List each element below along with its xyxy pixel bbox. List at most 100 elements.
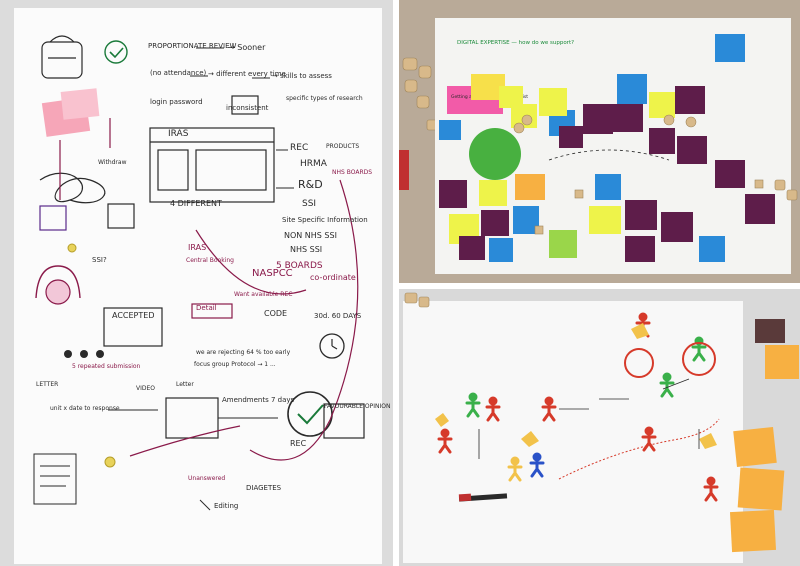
sticky-note-blue-1 (715, 34, 745, 62)
sticky-note-yellow-7 (649, 92, 675, 118)
handwritten-note-n25: Want available REC (234, 291, 292, 298)
handwritten-note-n44: SSI? (92, 256, 107, 264)
person-figure-5 (529, 452, 545, 478)
handwritten-note-n13: SSI (302, 199, 316, 209)
handwritten-note-n35: Letter (176, 381, 194, 388)
wooden-figures (513, 114, 764, 235)
green-disc (469, 128, 521, 180)
sticky-board: DIGITAL EXPERTISE — how do we support? G… (399, 18, 798, 274)
sticky-note-purple-3 (459, 236, 485, 260)
handwritten-note-n21: NASPCC (252, 268, 293, 279)
person-figure-6 (507, 456, 523, 482)
dark-box-object (755, 319, 785, 343)
handwritten-note-n30: we are rejecting 64 % too early (196, 349, 291, 356)
sticky-note-blue-8 (699, 236, 725, 262)
handwritten-notes: PROPORTIONATE REVIEW→ Sooner(no attendan… (36, 42, 391, 510)
sticky-note-purple-9 (677, 136, 707, 164)
person-figure-4 (541, 396, 557, 422)
sticky-note-yellow-8 (589, 206, 621, 234)
red-loop-ring-2 (682, 342, 716, 376)
handwritten-note-n31: focus group Protocol → 1 ... (194, 361, 276, 368)
red-marker (399, 150, 409, 190)
whiteboard-sketch: PROPORTIONATE REVIEW→ Sooner(no attendan… (14, 8, 391, 564)
sticky-note-green (549, 230, 577, 258)
handwritten-note-n23: IRAS (188, 243, 206, 252)
sticky-note-purple-12 (625, 200, 657, 230)
handwritten-note-n26: CODE (264, 309, 287, 318)
handwritten-note-n38: REC (290, 439, 307, 448)
handwritten-note-n12: R&D (298, 178, 323, 191)
sticky-note-blue-6 (617, 74, 647, 104)
person-figure-1 (465, 392, 481, 418)
handwritten-note-n40: DIAGETES (246, 484, 282, 492)
sticky-notes-orange (729, 427, 785, 553)
handwritten-note-n32: 5 repeated submission (72, 363, 141, 370)
handwritten-note-n4: → different every time (208, 70, 286, 78)
sticky-note-purple-5 (583, 104, 613, 134)
handwritten-note-n17: PRODUCTS (326, 143, 359, 150)
yellow-token-2 (67, 243, 77, 253)
people-figures (437, 312, 719, 502)
handwritten-note-n28: ACCEPTED (112, 311, 154, 320)
clock-icon (319, 333, 345, 359)
sticky-note-orange (515, 174, 545, 200)
handwritten-note-n2: → Sooner (228, 43, 266, 52)
wooden-tokens (404, 292, 430, 308)
sticky-note-purple-8 (649, 128, 675, 154)
comic-bubble-2 (521, 431, 539, 447)
person-box-sketch-2 (107, 203, 135, 229)
handwritten-note-n10: REC (290, 143, 308, 153)
sticky-note-purple-14 (625, 236, 655, 262)
connector-lines (59, 118, 359, 461)
handwritten-note-n18: NHS BOARDS (332, 169, 372, 176)
handwritten-note-n24: Central Booking (186, 257, 234, 264)
handwritten-note-n6: inconsistent (226, 104, 269, 112)
handwritten-note-n15: NON NHS SSI (284, 231, 337, 240)
board-surface (403, 301, 743, 563)
person-face-sketch (35, 265, 81, 305)
person-box-sketch (39, 205, 67, 231)
sketch-arrows (478, 378, 700, 459)
red-dashed-path (558, 418, 720, 480)
handwritten-note-n7: specific types of research (286, 95, 363, 102)
handwritten-note-n29: Detail (196, 304, 217, 312)
iras-window-sketch (149, 95, 275, 203)
sticky-note-purple-4 (559, 126, 583, 148)
sticky-note-orange-stack (765, 345, 799, 379)
figures-board (403, 292, 799, 563)
handwritten-note-n42: Unanswered (188, 475, 225, 482)
comic-bubble-4 (631, 323, 649, 339)
sticky-note-blue-2 (439, 120, 461, 140)
handwritten-note-n16: NHS SSI (290, 245, 322, 254)
document-sketch (33, 453, 77, 505)
sticky-note-yellow-4 (479, 180, 507, 206)
handwritten-note-n14: Site Specific Information (282, 216, 368, 224)
handwritten-note-n36: Amendments 7 days (222, 396, 295, 404)
check-mark-large-icon (297, 404, 324, 425)
photo-left-whiteboard: PROPORTIONATE REVIEW→ Sooner(no attendan… (0, 0, 393, 566)
sticky-note-purple-11 (745, 194, 775, 224)
wooden-tokens-left (402, 57, 438, 131)
handwritten-note-n22: co-ordinate (310, 273, 356, 282)
handwritten-note-n34: VIDEO (136, 385, 155, 392)
person-figure-3 (437, 428, 453, 454)
dashed-connector (548, 149, 670, 161)
yellow-token (104, 456, 116, 468)
handwritten-note-n27: 30d. 60 DAYS (314, 312, 362, 320)
handwritten-note-n5: → skills to assess (272, 72, 332, 80)
sticky-note-purple-2 (481, 210, 509, 236)
clock-hands-icon (331, 339, 338, 350)
accepted-box-sketch (103, 307, 163, 347)
backpack-sketch (41, 35, 83, 79)
sticky-note-purple-6 (613, 104, 643, 132)
check-circle-icon (104, 40, 128, 64)
photo-bottom-right-figures-board (399, 289, 800, 566)
favourable-opinion-box-sketch (323, 403, 365, 439)
comic-bubble-1 (435, 413, 449, 427)
handwritten-note-n37: FAVOURABLE OPINION (324, 403, 391, 410)
photo-top-right-sticky-board: DIGITAL EXPERTISE — how do we support? G… (399, 0, 800, 283)
handwritten-note-n33: LETTER (36, 381, 58, 388)
board-title: DIGITAL EXPERTISE — how do we support? (457, 40, 574, 46)
handwritten-note-n39: unit x date to response (50, 405, 120, 412)
pink-sticky-note-2 (60, 88, 100, 120)
